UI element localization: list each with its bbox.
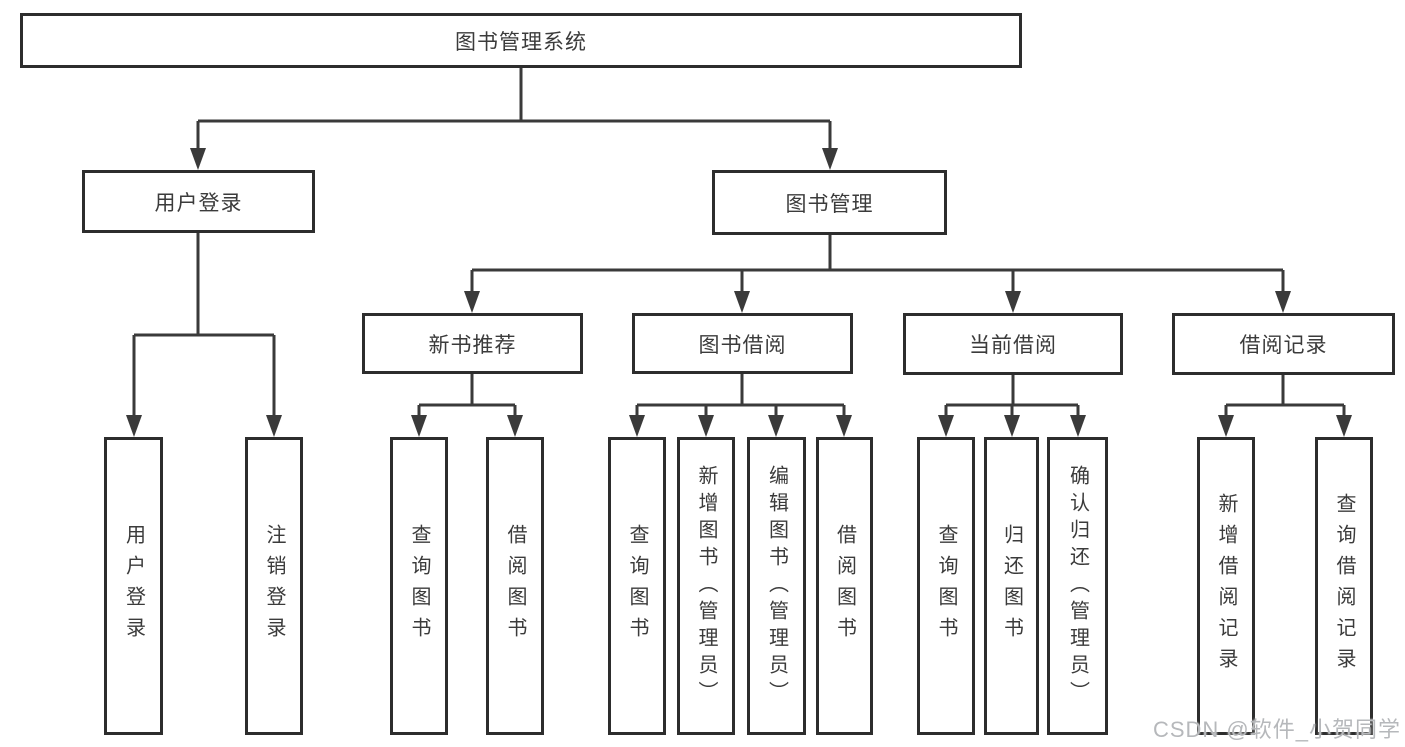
leaf-bb-query-books: 查询图书	[608, 437, 666, 735]
leaf-cb-confirm-return-admin-label: 确认归还（管理员）	[1066, 464, 1089, 708]
leaf-nbr-query-books-label: 查询图书	[408, 524, 430, 648]
connectors-user-login	[126, 233, 282, 437]
leaf-br-add-record-label: 新增借阅记录	[1215, 493, 1237, 679]
node-book-borrow-label: 图书借阅	[698, 333, 787, 357]
connectors-new-book-rec	[411, 374, 523, 437]
connectors-current-borrow	[938, 374, 1086, 437]
leaf-nbr-borrow-books: 借阅图书	[486, 437, 544, 735]
connectors-borrow-record	[1218, 374, 1352, 437]
node-borrow-record-label: 借阅记录	[1239, 334, 1328, 357]
node-book-borrow: 图书借阅	[632, 313, 853, 374]
leaf-logout: 注销登录	[245, 437, 303, 735]
leaf-bb-borrow-books-label: 借阅图书	[833, 524, 856, 648]
node-user-login: 用户登录	[82, 170, 315, 233]
node-book-mgmt-label: 图书管理	[785, 192, 874, 216]
leaf-bb-edit-books-admin-label: 编辑图书（管理员）	[765, 464, 788, 708]
leaf-br-add-record: 新增借阅记录	[1197, 437, 1255, 735]
leaf-bb-add-books-admin-label: 新增图书（管理员）	[695, 464, 717, 708]
leaf-bb-add-books-admin: 新增图书（管理员）	[677, 437, 735, 735]
leaf-cb-return-books: 归还图书	[984, 437, 1039, 735]
node-borrow-record: 借阅记录	[1172, 313, 1395, 375]
leaf-br-query-record: 查询借阅记录	[1315, 437, 1373, 735]
leaf-user-login: 用户登录	[104, 437, 163, 735]
node-current-borrow-label: 当前借阅	[969, 334, 1057, 357]
connectors-book-borrow	[629, 374, 852, 437]
node-user-login-label: 用户登录	[154, 191, 243, 215]
node-book-mgmt: 图书管理	[712, 170, 947, 235]
node-root-label: 图书管理系统	[455, 30, 587, 54]
csdn-watermark: CSDN @软件_小贺同学	[1152, 717, 1401, 742]
connectors-root	[190, 66, 838, 170]
node-current-borrow: 当前借阅	[903, 313, 1123, 375]
leaf-bb-query-books-label: 查询图书	[626, 524, 648, 648]
leaf-cb-query-books: 查询图书	[917, 437, 975, 735]
leaf-cb-return-books-label: 归还图书	[1000, 524, 1023, 648]
leaf-nbr-query-books: 查询图书	[390, 437, 448, 735]
leaf-bb-borrow-books: 借阅图书	[816, 437, 873, 735]
node-root: 图书管理系统	[20, 13, 1022, 68]
leaf-nbr-borrow-books-label: 借阅图书	[504, 524, 526, 648]
connectors-book-mgmt	[464, 235, 1291, 313]
leaf-cb-confirm-return-admin: 确认归还（管理员）	[1047, 437, 1108, 735]
leaf-bb-edit-books-admin: 编辑图书（管理员）	[747, 437, 806, 735]
leaf-cb-query-books-label: 查询图书	[935, 524, 957, 648]
node-new-book-rec-label: 新书推荐	[428, 333, 517, 357]
node-new-book-rec: 新书推荐	[362, 313, 583, 374]
leaf-br-query-record-label: 查询借阅记录	[1333, 493, 1355, 679]
leaf-user-login-label: 用户登录	[122, 524, 145, 648]
leaf-logout-label: 注销登录	[263, 524, 285, 648]
